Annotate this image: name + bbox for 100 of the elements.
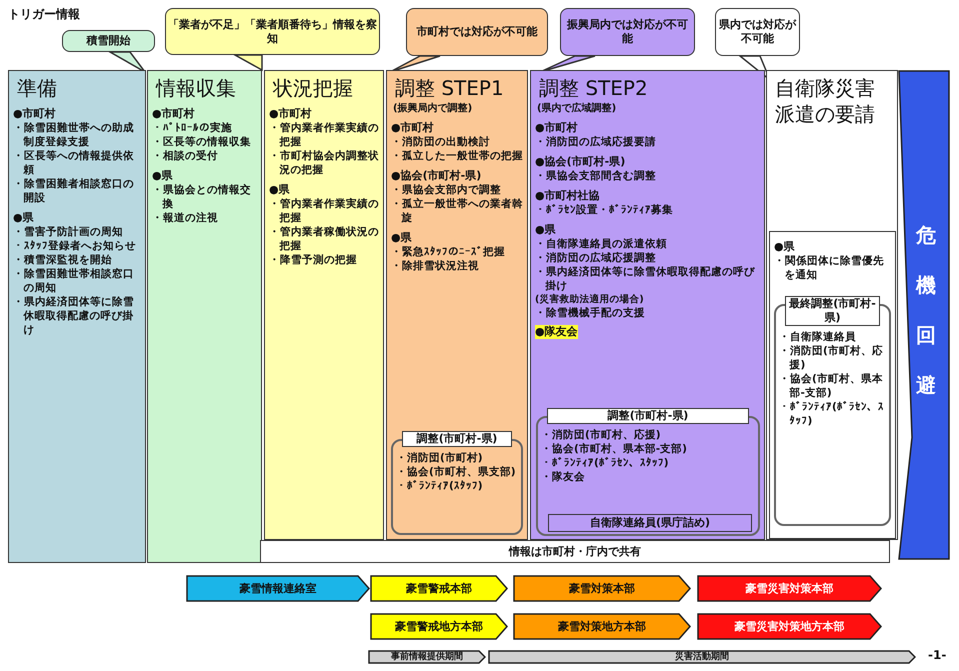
phase-column	[530, 70, 765, 540]
bullet-item: ・県内経済団体等に除雪休暇取得配慮の呼び掛け	[13, 295, 135, 337]
box-label: 豪雪対策本部	[568, 582, 636, 596]
group-heading: ●県	[535, 223, 557, 237]
vertical-label: 危機回避	[916, 222, 937, 399]
stage-box	[370, 575, 508, 602]
bullet-item: ・雪害予防計画の周知	[13, 225, 124, 239]
box-label: 情報は市町村・庁内で共有	[508, 544, 642, 558]
box-title: 調整(市町村-県)	[547, 408, 749, 424]
column-heading: 自衛隊災害派遣の要請	[775, 75, 876, 127]
bullet-item: ・ﾊﾟﾄﾛｰﾙの実施	[152, 121, 233, 135]
bullet-item: ・県協会との情報交換	[152, 183, 252, 211]
bullet-item: ・管内業者稼働状況の把握	[269, 225, 379, 253]
page-number: -1-	[928, 648, 946, 662]
bullet-item: ・協会(市町村、県支部)	[396, 465, 517, 479]
group-heading: ●県	[13, 211, 35, 225]
bullet-item: ・協会(市町村、県本部-支部)	[541, 442, 688, 456]
box-label: 積雪開始	[85, 34, 132, 48]
phase-column	[8, 70, 146, 563]
bullet-item: ・ﾎﾞﾗﾝﾃｨｱ(ﾎﾞﾗｾﾝ、ｽﾀｯﾌ)	[541, 456, 670, 470]
bullet-item: ・積雪深監視を開始	[13, 253, 112, 267]
bullet-item: ・消防団(市町村)	[396, 451, 484, 465]
phase-column	[766, 70, 898, 540]
phase-column	[264, 70, 384, 540]
bullet-item: ・緊急ｽﾀｯﾌのﾆｰｽﾞ把握	[391, 245, 506, 259]
bullet-item: ・県協会支部内で調整	[391, 183, 502, 197]
group-heading: ●市町村	[391, 121, 435, 135]
bullet-item: ・ｽﾀｯﾌ登録者へお知らせ	[13, 239, 137, 253]
bullet-item: ・関係団体に除雪優先を通知	[774, 254, 885, 282]
stage-box	[513, 613, 691, 640]
box-title: 調整(市町村-県)	[402, 431, 512, 447]
bullet-item: ・隊友会	[541, 470, 586, 484]
column-heading: 準備	[17, 75, 58, 101]
info-band	[260, 540, 890, 563]
column-heading: 状況把握	[273, 75, 354, 101]
box-title: 最終調整(市町村-県)	[785, 296, 880, 326]
bullet-item: ・区長等の情報収集	[152, 135, 252, 149]
column-heading: 調整 STEP1	[395, 75, 505, 101]
inner-box	[548, 514, 752, 532]
bullet-item: ・相談の受付	[152, 149, 219, 163]
bullet-item: ・除雪困難世帯相談窓口の周知	[13, 267, 135, 295]
group-heading: ●市町村社協	[535, 189, 601, 203]
stage-box	[513, 575, 691, 602]
panel-box	[769, 231, 896, 539]
bullet-item: ・除雪困難世帯への助成制度登録支援	[13, 121, 135, 149]
bullet-item: ・消防団の出動検討	[391, 135, 491, 149]
bullet-item: ・除雪困難者相談窓口の開設	[13, 177, 135, 205]
bullet-item: ・ﾎﾞﾗﾝﾃｨｱ(ﾎﾞﾗｾﾝ、ｽﾀｯﾌ)	[779, 400, 885, 428]
box-label: 市町村では対応が不可能	[416, 25, 538, 39]
group-heading: ●協会(市町村-県)	[391, 169, 482, 183]
column-subheading: (県内で広域調整)	[537, 101, 618, 115]
note-text: (災害救助法適用の場合)	[535, 293, 645, 306]
highlighted-heading: ●隊友会	[535, 325, 578, 339]
period-bar	[488, 650, 916, 664]
bullet-item: ・孤立一般世帯への業者斡旋	[391, 197, 523, 225]
group-heading: ●県	[774, 240, 796, 254]
box-label: 豪雪警戒本部	[405, 582, 473, 596]
stage-box	[370, 613, 508, 640]
period-bar	[368, 650, 486, 664]
bullet-item: ・除排雪状況注視	[391, 259, 480, 273]
bullet-item: ・管内業者作業実績の把握	[269, 197, 379, 225]
bullet-item: ・自衛隊連絡員の派遣依頼	[535, 237, 668, 251]
bullet-item: ・管内業者作業実績の把握	[269, 121, 379, 149]
group-heading: ●県	[391, 231, 413, 245]
phase-column	[147, 70, 262, 563]
group-heading: ●市町村	[269, 107, 313, 121]
box-label: 豪雪警戒地方本部	[394, 620, 484, 634]
group-heading: ●県	[152, 169, 174, 183]
bullet-item: ・自衛隊連絡員	[779, 330, 857, 344]
box-label: 県内では対応が不可能	[718, 18, 797, 46]
bullet-item: ・孤立した一般世帯の把握	[391, 149, 523, 163]
box-label: 豪雪対策地方本部	[557, 620, 647, 634]
trigger-label: トリガー情報	[8, 6, 80, 23]
bullet-item: ・県協会支部間含む調整	[535, 169, 657, 183]
group-heading: ●市町村	[13, 107, 57, 121]
bullet-item: ・報道の注視	[152, 211, 219, 225]
box-label: 豪雪情報連絡室	[238, 582, 318, 596]
column-heading: 情報収集	[156, 75, 237, 101]
bullet-item: ・降雪予測の把握	[269, 253, 358, 267]
column-heading: 調整 STEP2	[539, 75, 649, 101]
group-heading: ●市町村	[152, 107, 196, 121]
bullet-item: ・区長等への情報提供依頼	[13, 149, 135, 177]
box-label: 自衛隊連絡員(県庁詰め)	[588, 516, 712, 530]
bullet-item: ・消防団の広域応援要請	[535, 135, 657, 149]
bullet-item: ・消防団の広域応援調整	[535, 251, 657, 265]
stage-box	[697, 613, 882, 640]
box-label: 「業者が不足」「業者順番待ち」情報を察知	[168, 18, 377, 46]
bullet-item: ・消防団(市町村、応援)	[779, 344, 884, 372]
box-label: 豪雪災害対策本部	[744, 582, 834, 596]
group-heading: ●県	[269, 183, 291, 197]
bullet-item: ・ﾎﾞﾗｾﾝ設置・ﾎﾞﾗﾝﾃｨｱ募集	[535, 203, 674, 217]
box-label: 豪雪災害対策地方本部	[734, 620, 846, 634]
stage-box	[697, 575, 882, 602]
group-heading: ●市町村	[535, 121, 579, 135]
bullet-item: ・協会(市町村、県本部-支部)	[779, 372, 884, 400]
bullet-item: ・ﾎﾞﾗﾝﾃｨｱ(ｽﾀｯﾌ)	[396, 479, 484, 493]
bullet-item: ・消防団(市町村、応援)	[541, 428, 662, 442]
phase-column	[386, 70, 528, 540]
box-label: 災害活動期間	[674, 651, 730, 663]
bullet-item: ・除雪機械手配の支援	[535, 306, 646, 320]
